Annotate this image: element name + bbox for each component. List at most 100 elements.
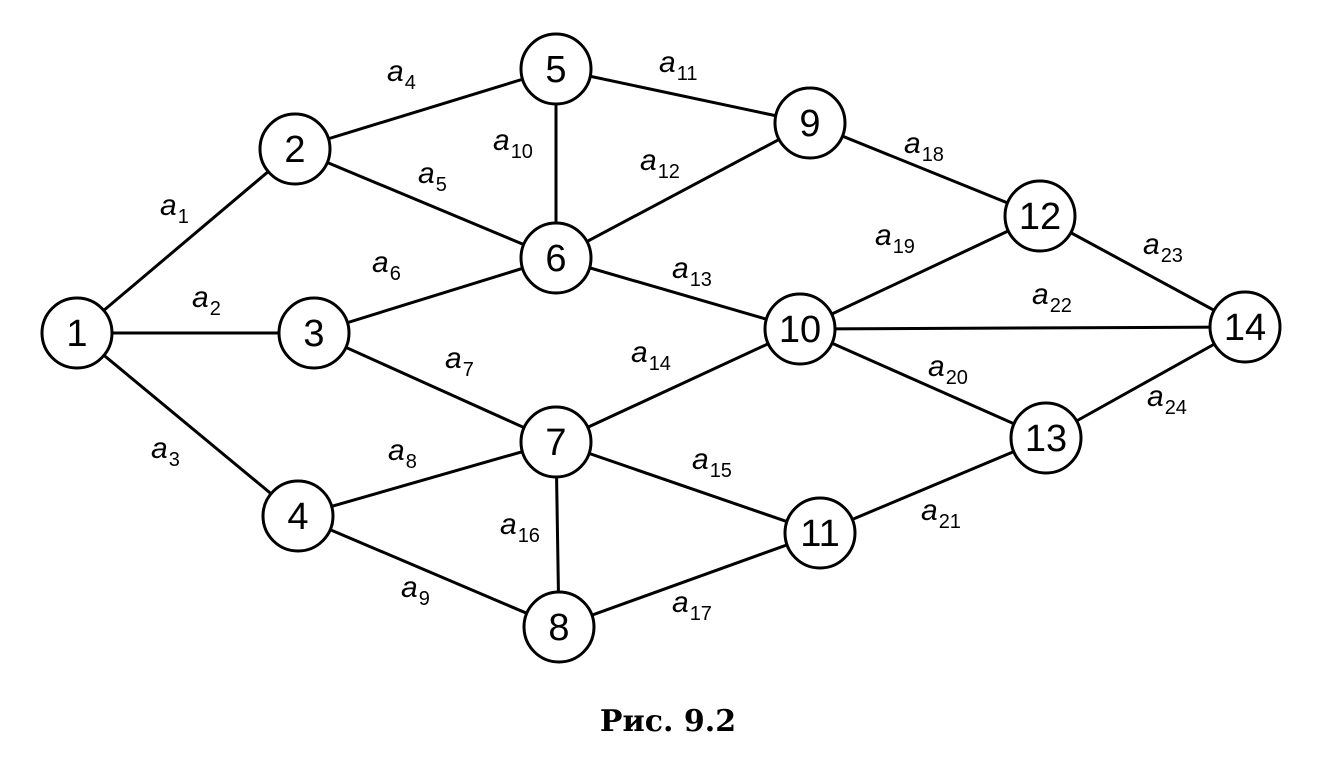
node-label: 5 <box>545 49 566 91</box>
edge-3-6 <box>312 256 558 335</box>
node-label: 9 <box>799 103 820 145</box>
node-circle <box>1003 179 1077 253</box>
node-circle <box>519 32 593 106</box>
edge-label-letter: a <box>192 281 209 314</box>
edge-label-subscript: 19 <box>893 236 915 258</box>
edge-2-6 <box>293 147 558 260</box>
edge-label-a11: a11 <box>659 46 697 85</box>
edge-label-subscript: 22 <box>1050 295 1072 317</box>
edge-label-subscript: 3 <box>169 449 180 471</box>
edge-label-letter: a <box>151 432 168 465</box>
node-label: 7 <box>545 422 566 464</box>
edge-4-8 <box>296 514 561 629</box>
edge-label-a5: a5 <box>418 157 447 196</box>
node-label: 12 <box>1019 196 1061 238</box>
node-circle <box>1208 290 1282 364</box>
edge-label-subscript: 5 <box>436 174 447 196</box>
node-label: 2 <box>284 129 305 171</box>
edge-label-a20: a20 <box>928 350 968 389</box>
edge-label-a16: a16 <box>500 508 540 547</box>
edge-label-letter: a <box>640 144 657 177</box>
edge-6-10 <box>554 256 802 331</box>
edge-label-letter: a <box>418 157 435 190</box>
edge-label-subscript: 11 <box>677 63 698 85</box>
edge-label-subscript: 24 <box>1165 397 1187 419</box>
edge-5-9 <box>554 67 812 125</box>
edge-6-9 <box>554 121 812 260</box>
node-2: 2 <box>258 112 332 186</box>
edge-label-a4: a4 <box>387 55 416 94</box>
node-6: 6 <box>519 221 593 295</box>
edge-label-a9: a9 <box>401 571 430 610</box>
edge-label-letter: a <box>388 434 405 467</box>
node-label: 14 <box>1224 307 1266 349</box>
edge-label-letter: a <box>493 124 510 157</box>
node-11: 11 <box>783 496 857 570</box>
edge-labels-layer: a1a2a3a4a5a6a7a8a9a10a11a12a13a14a15a16a… <box>151 46 1187 625</box>
figure-caption: Рис. 9.2 <box>600 704 736 739</box>
edge-label-letter: a <box>1143 228 1160 261</box>
node-circle <box>1009 401 1083 475</box>
node-label: 10 <box>779 309 821 351</box>
edge-label-subscript: 9 <box>419 588 430 610</box>
edge-label-subscript: 14 <box>649 353 671 375</box>
edge-label-subscript: 16 <box>518 525 540 547</box>
edge-label-subscript: 4 <box>405 72 416 94</box>
edge-label-a23: a23 <box>1143 228 1183 267</box>
node-14: 14 <box>1208 290 1282 364</box>
node-label: 13 <box>1025 418 1067 460</box>
node-3: 3 <box>277 296 351 370</box>
edge-label-a8: a8 <box>388 434 417 473</box>
edge-12-14 <box>1038 214 1247 329</box>
edge-label-subscript: 12 <box>658 161 680 183</box>
edge-8-11 <box>557 531 822 629</box>
edge-label-subscript: 2 <box>210 298 221 320</box>
edge-label-letter: a <box>921 494 938 527</box>
edge-2-5 <box>293 67 558 151</box>
edge-label-letter: a <box>500 508 517 541</box>
edge-label-a3: a3 <box>151 432 180 471</box>
edges-layer <box>75 67 1247 629</box>
edge-1-2 <box>75 147 297 335</box>
edge-label-subscript: 10 <box>511 141 533 163</box>
edge-7-11 <box>554 440 822 535</box>
edge-label-subscript: 6 <box>390 263 401 285</box>
edge-label-letter: a <box>445 342 462 375</box>
edge-label-a19: a19 <box>875 219 915 258</box>
edge-label-subscript: 18 <box>922 144 944 166</box>
node-10: 10 <box>763 292 837 366</box>
edge-10-12 <box>798 214 1042 331</box>
edge-label-subscript: 13 <box>690 269 712 291</box>
edge-3-7 <box>312 331 558 444</box>
edge-label-letter: a <box>160 189 177 222</box>
edge-label-a15: a15 <box>692 443 732 482</box>
edge-7-10 <box>554 327 802 444</box>
node-4: 4 <box>261 479 335 553</box>
nodes-layer: 12 3 4 5 6 7 8 9 10 11 12 13 14 <box>40 32 1282 664</box>
edge-label-a24: a24 <box>1147 380 1187 419</box>
edge-11-13 <box>818 436 1048 535</box>
node-circle <box>773 86 847 160</box>
edge-label-letter: a <box>875 219 892 252</box>
edge-label-letter: a <box>1032 278 1049 311</box>
node-13: 13 <box>1009 401 1083 475</box>
edge-1-4 <box>75 331 300 518</box>
edge-label-a21: a21 <box>921 494 961 533</box>
node-7: 7 <box>519 405 593 479</box>
edge-label-a6: a6 <box>372 246 401 285</box>
node-8: 8 <box>522 590 596 664</box>
node-label: 6 <box>545 238 566 280</box>
edge-label-a1: a1 <box>160 189 189 228</box>
node-circle <box>258 112 332 186</box>
edge-label-letter: a <box>401 571 418 604</box>
edge-label-a2: a2 <box>192 281 221 320</box>
edge-label-subscript: 7 <box>463 359 474 381</box>
edge-label-letter: a <box>672 586 689 619</box>
edge-label-letter: a <box>1147 380 1164 413</box>
edge-label-letter: a <box>387 55 404 88</box>
edge-label-a10: a10 <box>493 124 533 163</box>
node-9: 9 <box>773 86 847 160</box>
edge-label-a22: a22 <box>1032 278 1072 317</box>
edge-label-a17: a17 <box>672 586 712 625</box>
